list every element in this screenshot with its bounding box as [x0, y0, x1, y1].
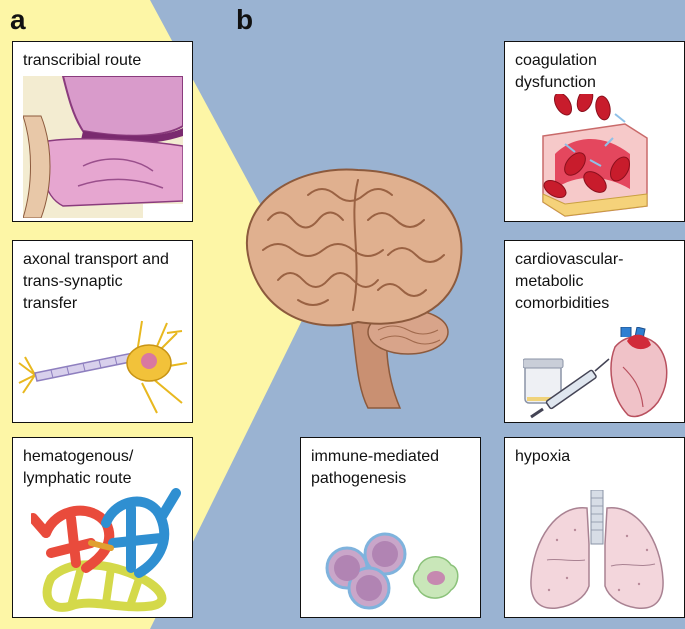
cardiovascular-comorbidities-box: cardiovascular- metabolic comorbidities [504, 240, 685, 423]
vessel-network-illustration [31, 488, 181, 612]
blood-clot-illustration [542, 94, 648, 217]
panel-a-label: a [10, 4, 26, 35]
hematogenous-route-label: hematogenous/ lymphatic route [23, 448, 134, 487]
transcribial-route-label: transcribial route [23, 52, 142, 69]
hypoxia-box: hypoxia [504, 437, 685, 618]
panel-b-label: b [236, 4, 254, 35]
axonal-transport-label: axonal transport and trans-synaptic tran… [23, 251, 169, 312]
axonal-transport-box: axonal transport and trans-synaptic tran… [12, 240, 193, 423]
brain-illustration [245, 168, 463, 409]
heart-syringe-illustration [523, 327, 668, 419]
coagulation-dysfunction-box: coagulation dysfunction [504, 41, 685, 222]
hematogenous-route-box: hematogenous/ lymphatic route [12, 437, 193, 618]
immune-cells-illustration [325, 532, 459, 610]
hypoxia-label: hypoxia [515, 448, 571, 465]
lungs-illustration [530, 490, 664, 609]
cardiovascular-comorbidities-label: cardiovascular- metabolic comorbidities [515, 251, 624, 312]
immune-mediated-box: immune-mediated pathogenesis [300, 437, 481, 618]
immune-mediated-label: immune-mediated pathogenesis [311, 448, 440, 487]
nasal-cavity-illustration [23, 76, 183, 218]
coagulation-dysfunction-label: coagulation dysfunction [515, 52, 597, 91]
transcribial-route-box: transcribial route [12, 41, 193, 222]
neuron-illustration [18, 320, 188, 414]
